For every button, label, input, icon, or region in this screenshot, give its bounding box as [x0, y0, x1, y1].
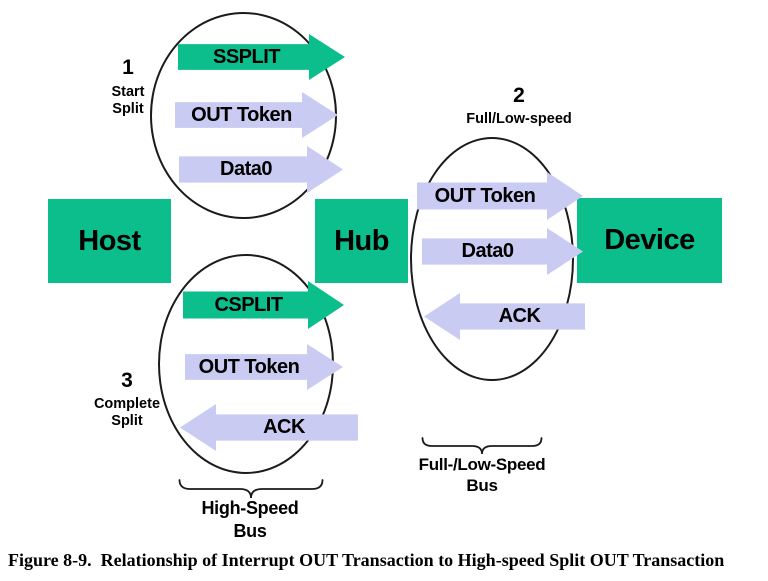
group2-number: 2 [513, 84, 525, 107]
out-token-arrow-label: OUT Token [198, 355, 300, 378]
data0-arrow-label: Data0 [461, 240, 514, 262]
ssplit-arrow-label: SSPLIT [212, 45, 280, 68]
host-label: Host [78, 224, 141, 257]
ack-arrow-label: ACK [263, 416, 305, 438]
full-low-speed-ellipse [410, 137, 574, 381]
device-box: Device [577, 198, 722, 283]
full-low-speed-bus-brace [421, 437, 543, 455]
csplit-arrow-label: CSPLIT [214, 293, 283, 316]
group1-name: Start Split [111, 84, 145, 118]
hub-box: Hub [315, 199, 408, 283]
out-token-arrow-label: OUT Token [434, 184, 536, 207]
figure-caption: Figure 8-9. Relationship of Interrupt OU… [8, 550, 725, 570]
ack-arrow-label: ACK [498, 305, 541, 327]
out-token-arrow-label: OUT Token [191, 103, 292, 126]
high-speed-bus-brace [178, 479, 324, 499]
group2-name: Full/Low-speed [466, 111, 572, 127]
group1-number: 1 [122, 56, 134, 79]
hub-label: Hub [334, 224, 389, 257]
full-low-speed-bus-label: Full-/Low-Speed Bus [418, 455, 546, 496]
data0-arrow-label: Data0 [220, 158, 272, 180]
host-box: Host [48, 199, 171, 283]
high-speed-bus-label: High-Speed Bus [201, 498, 299, 541]
group3-number: 3 [121, 369, 133, 392]
group3-name: Complete Split [93, 396, 161, 430]
device-label: Device [604, 224, 695, 256]
